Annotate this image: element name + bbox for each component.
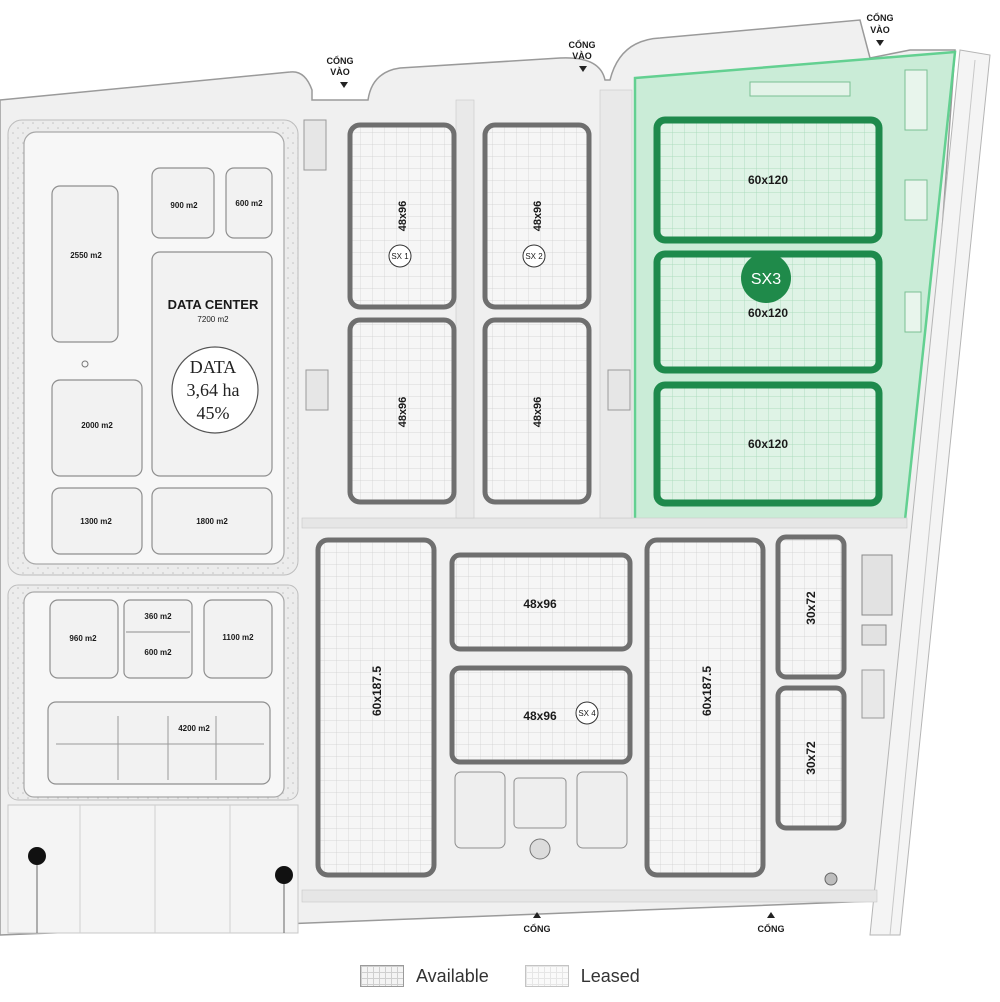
- data-badge-line-1: DATA: [190, 357, 237, 377]
- gate-arrows: [340, 40, 884, 918]
- building-label-sx3-c: 60x120: [748, 437, 788, 451]
- gate-label-top-right-1: CỔNG: [867, 12, 894, 23]
- lot-label: 4200 m2: [178, 724, 210, 733]
- zone-marker-sx2[interactable]: SX 2: [522, 244, 546, 268]
- gate-label-top-middle-2: VÀO: [572, 51, 592, 61]
- marker-dot: [28, 847, 46, 865]
- map-legend: Available Leased: [360, 962, 662, 990]
- zone-marker-label: SX 1: [391, 252, 409, 261]
- building-labels: 48x96 48x96 48x96 48x96 60x120 60x120 60…: [370, 173, 818, 775]
- gate-label-bottom-right: CỔNG: [758, 923, 785, 934]
- gate-label-bottom-left: CỔNG: [524, 923, 551, 934]
- marker-dot: [275, 866, 293, 884]
- building-label-sx1-top: 48x96: [397, 201, 409, 232]
- legend-label-leased: Leased: [580, 965, 640, 986]
- lot-label: 1100 m2: [222, 633, 254, 642]
- lot-label: 600 m2: [235, 199, 263, 208]
- zone-markers[interactable]: SX 1 SX 2 SX3 SX 4: [388, 244, 791, 725]
- lot-label: 2000 m2: [81, 421, 113, 430]
- building-label-sx4-right: 60x187.5: [700, 666, 714, 716]
- gate-label-top-left-1: CỔNG: [327, 55, 354, 66]
- available-swatch-icon: [360, 965, 404, 987]
- data-center-zone: [7, 119, 299, 934]
- legend-item-leased: Leased: [524, 965, 640, 987]
- building-label-sx2-top: 48x96: [532, 201, 544, 232]
- leased-buildings: [653, 116, 883, 507]
- lot-label: 1800 m2: [196, 517, 228, 526]
- lot-label: 360 m2: [144, 612, 172, 621]
- data-badge-line-3: 45%: [197, 403, 230, 423]
- building-label-sx4-mid-top: 48x96: [523, 597, 557, 611]
- zone-marker-label: SX3: [751, 271, 781, 288]
- gate-label-top-middle-1: CỔNG: [569, 39, 596, 50]
- gate-labels: CỔNG VÀO CỔNG VÀO CỔNG VÀO CỔNG CỔNG: [327, 12, 894, 934]
- legend-label-available: Available: [416, 965, 489, 986]
- building-label-sx4-mid-bottom: 48x96: [523, 709, 557, 723]
- zone-marker-sx3[interactable]: SX3: [741, 253, 791, 303]
- building-label-sx4-left: 60x187.5: [370, 666, 384, 716]
- lot-label: 1300 m2: [80, 517, 112, 526]
- building-label-side-bottom: 30x72: [804, 741, 818, 775]
- data-center-title: DATA CENTER: [168, 297, 259, 312]
- gate-label-top-left-2: VÀO: [330, 67, 350, 77]
- building-label-side-top: 30x72: [804, 591, 818, 625]
- lot-label: 600 m2: [144, 648, 172, 657]
- data-center-labels: DATA CENTER 7200 m2 DATA 3,64 ha 45% 255…: [69, 199, 263, 733]
- data-center-area: 7200 m2: [197, 315, 229, 324]
- road-grid: [301, 89, 908, 903]
- lot-label: 2550 m2: [70, 251, 102, 260]
- zone-marker-label: SX 2: [525, 252, 543, 261]
- building-label-sx3-b: 60x120: [748, 306, 788, 320]
- building-label-sx3-a: 60x120: [748, 173, 788, 187]
- zone-marker-sx1[interactable]: SX 1: [388, 244, 412, 268]
- lot-label: 900 m2: [170, 201, 198, 210]
- building-label-sx2-bottom: 48x96: [532, 397, 544, 428]
- legend-item-available: Available: [360, 965, 489, 987]
- leased-swatch-icon: [524, 965, 569, 987]
- zone-marker-label: SX 4: [578, 709, 596, 718]
- landscape-features: [303, 69, 928, 886]
- building-label-sx1-bottom: 48x96: [397, 397, 409, 428]
- data-badge-line-2: 3,64 ha: [187, 380, 240, 400]
- available-buildings: [315, 122, 847, 878]
- gate-label-top-right-2: VÀO: [870, 25, 890, 35]
- zone-marker-sx4[interactable]: SX 4: [575, 701, 599, 725]
- site-plan-map: CỔNG VÀO CỔNG VÀO CỔNG VÀO CỔNG CỔNG DAT…: [0, 12, 991, 936]
- lot-label: 960 m2: [69, 634, 97, 643]
